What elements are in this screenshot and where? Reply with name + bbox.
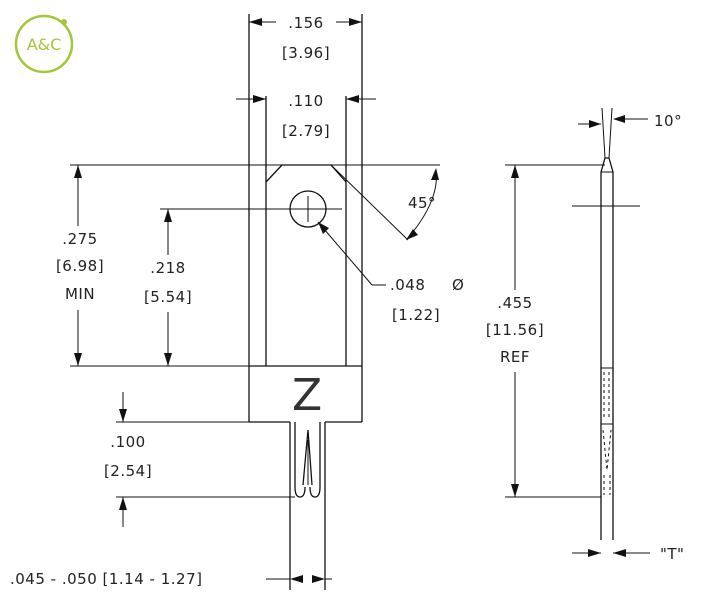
dim-height-min-in: .275	[62, 230, 97, 248]
dim-width-outer-mm: [3.96]	[282, 44, 330, 62]
dim-width-inner-in: .110	[288, 92, 323, 110]
dim-overall-ref-in: .455	[497, 294, 532, 312]
dim-width-inner-mm: [2.79]	[282, 122, 330, 140]
dim-pin-length-mm: [2.54]	[104, 462, 152, 480]
dim-hole-center: .218 [5.54]	[144, 208, 270, 366]
dim-overall-ref-note: REF	[500, 348, 530, 366]
terminal-front-view	[248, 14, 363, 590]
dim-hole-diameter-mm: [1.22]	[392, 306, 440, 324]
dim-hole-diameter-in: .048	[390, 276, 425, 294]
company-logo: A&C	[14, 14, 74, 74]
dim-chamfer-angle-value: 45°	[408, 194, 436, 212]
dim-hole-center-in: .218	[150, 259, 185, 277]
dim-thickness: "T"	[572, 545, 684, 563]
mounting-hole	[270, 190, 342, 228]
dim-thickness-value: "T"	[660, 545, 684, 563]
terminal-side-view	[572, 157, 640, 540]
dim-overall-ref-mm: [11.56]	[486, 321, 544, 339]
dim-height-min-mm: [6.98]	[56, 257, 104, 275]
dim-pin-length: .100 [2.54]	[104, 392, 295, 527]
logo-dot	[61, 19, 67, 25]
dim-hole-diameter-symbol: Ø	[452, 276, 464, 294]
part-mark-z: Z	[292, 370, 323, 421]
dim-chamfer-angle: 45°	[330, 164, 440, 241]
dim-width-outer-in: .156	[288, 14, 323, 32]
dim-width-inner: .110 [2.79]	[236, 92, 376, 140]
dim-pin-width-value: .045 - .050 [1.14 - 1.27]	[10, 570, 202, 588]
dim-width-outer: .156 [3.96]	[249, 14, 362, 62]
dim-overall-ref: .455 [11.56] REF	[486, 164, 605, 498]
dim-height-min-note: MIN	[65, 285, 95, 303]
dim-side-angle: 10°	[578, 107, 682, 159]
dim-height-min: .275 [6.98] MIN	[56, 164, 282, 367]
dim-hole-diameter: .048 Ø [1.22]	[317, 221, 464, 324]
dim-hole-center-mm: [5.54]	[144, 288, 192, 306]
dim-pin-width: .045 - .050 [1.14 - 1.27]	[10, 570, 332, 588]
dim-side-angle-value: 10°	[654, 112, 682, 130]
logo-text: A&C	[27, 35, 62, 54]
logo-ring	[14, 14, 74, 74]
dim-pin-length-in: .100	[110, 433, 145, 451]
